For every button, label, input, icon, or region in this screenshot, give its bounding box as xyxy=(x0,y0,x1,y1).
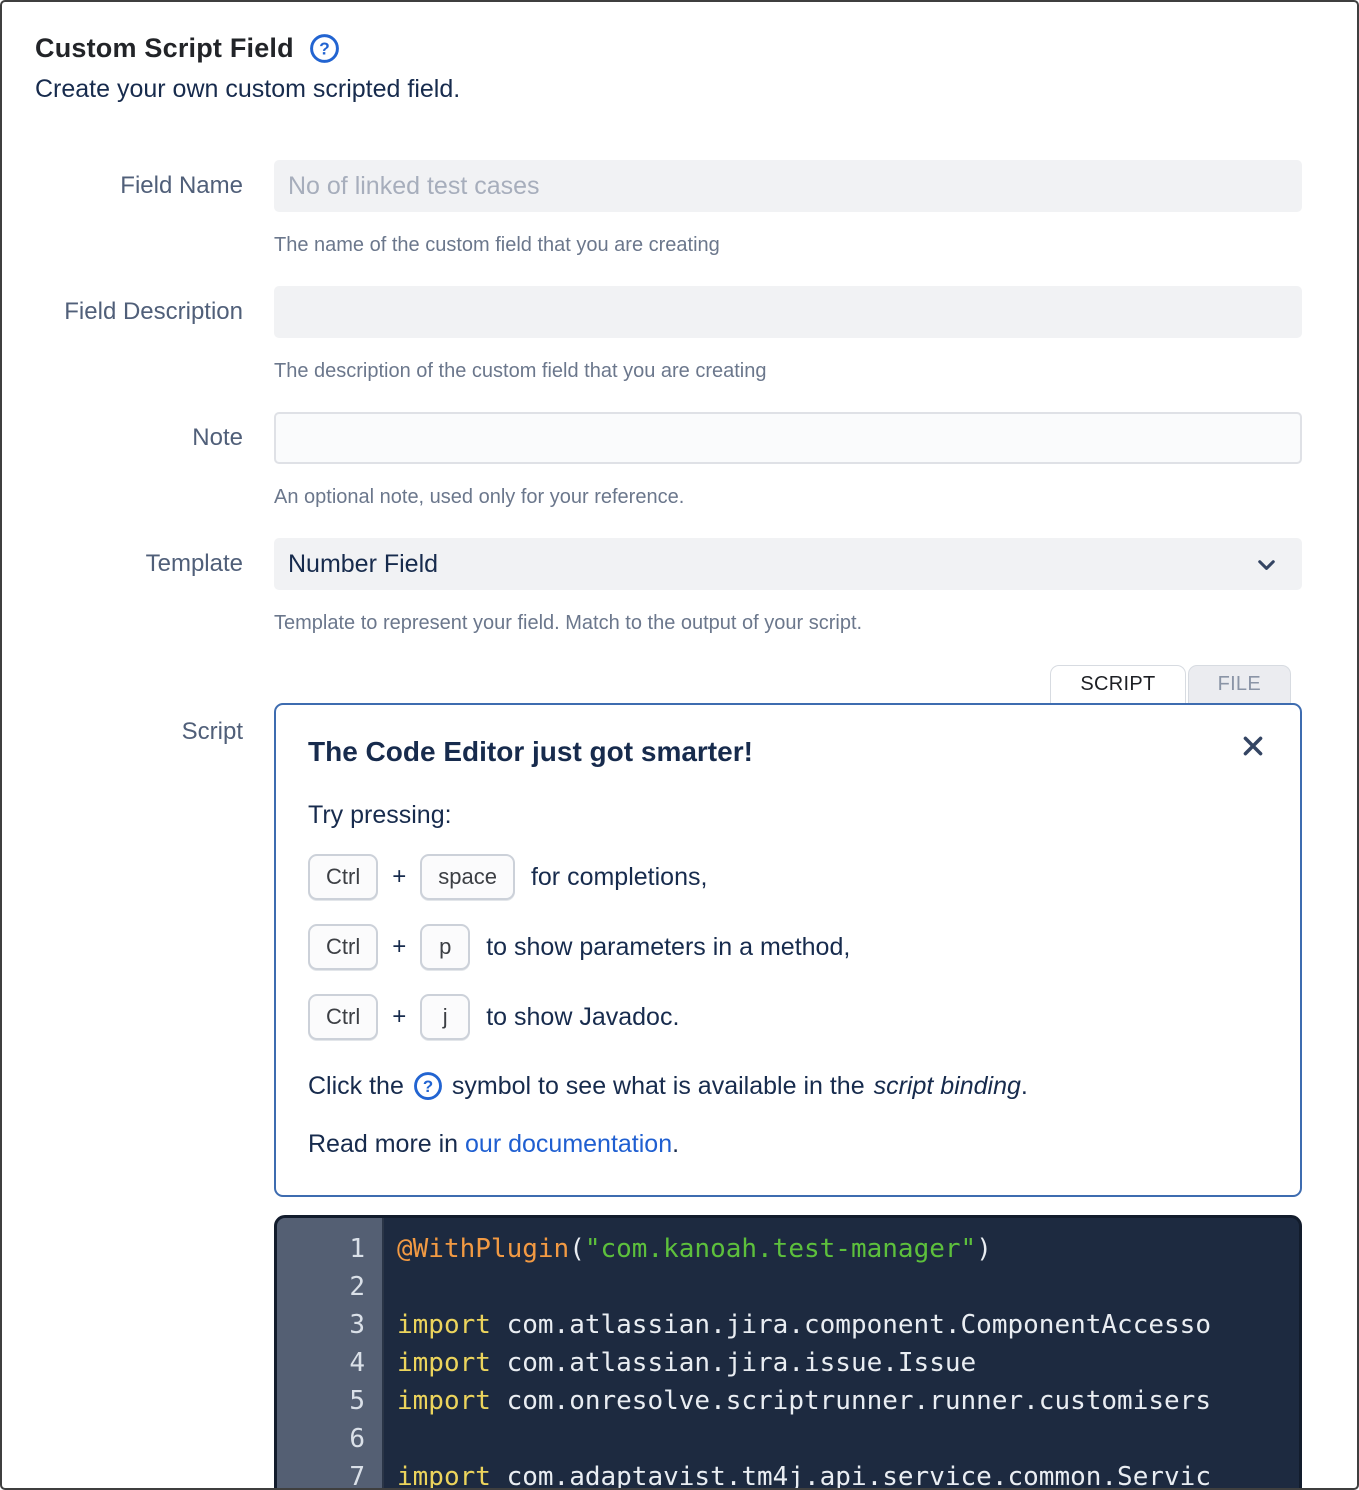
code-lines[interactable]: @WithPlugin("com.kanoah.test-manager") i… xyxy=(384,1218,1299,1490)
chevron-down-icon xyxy=(1253,551,1280,578)
field-name-input[interactable] xyxy=(274,160,1302,212)
note-help: An optional note, used only for your ref… xyxy=(274,486,685,508)
hint-period: . xyxy=(1020,1071,1028,1100)
field-description-label: Field Description xyxy=(64,298,243,325)
template-label: Template xyxy=(145,550,243,577)
line-number: 7 xyxy=(349,1462,365,1490)
script-section: Script SCRIPT FILE The Code Editor just … xyxy=(35,665,1302,1490)
note-label: Note xyxy=(192,424,243,451)
code-line: import com.onresolve.scriptrunner.runner… xyxy=(397,1386,1211,1416)
field-description-input[interactable] xyxy=(274,286,1302,338)
line-number: 5 xyxy=(349,1386,365,1416)
tab-file[interactable]: FILE xyxy=(1187,665,1291,703)
shortcut-desc: for completions, xyxy=(530,862,708,891)
plus-sign: + xyxy=(392,863,407,890)
line-number: 4 xyxy=(349,1348,365,1378)
kbd-ctrl: Ctrl xyxy=(308,854,379,900)
documentation-link[interactable]: our documentation xyxy=(465,1130,673,1158)
note-input[interactable] xyxy=(274,412,1302,464)
line-number: 1 xyxy=(349,1234,365,1264)
readmore-prefix: Read more in xyxy=(308,1130,466,1158)
banner-hint: Click the ? symbol to see what is availa… xyxy=(308,1071,1266,1101)
hint-prefix: Click the xyxy=(308,1071,404,1100)
gutter: 1 2 3 4 5 6 7 xyxy=(277,1218,384,1490)
code-line: import com.atlassian.jira.component.Comp… xyxy=(397,1310,1211,1340)
hint-middle: symbol to see what is available in the xyxy=(451,1071,865,1100)
page-title: Custom Script Field xyxy=(35,33,294,63)
line-number: 3 xyxy=(349,1310,365,1340)
template-select[interactable]: Number Field xyxy=(274,538,1302,590)
shortcut-desc: to show parameters in a method, xyxy=(486,932,851,961)
hint-script-binding: script binding xyxy=(873,1071,1021,1100)
page-header: Custom Script Field ? xyxy=(35,33,1302,64)
field-name-help: The name of the custom field that you ar… xyxy=(274,234,720,256)
script-source-tabs: SCRIPT FILE xyxy=(274,665,1302,703)
question-circle-icon[interactable]: ? xyxy=(413,1071,443,1101)
code-editor-banner: The Code Editor just got smarter! Try pr… xyxy=(274,703,1302,1197)
code-editor[interactable]: 1 2 3 4 5 6 7 @WithPlugin("com.kanoah.test-man… xyxy=(274,1215,1302,1490)
plus-sign: + xyxy=(392,933,407,960)
field-description-row: Field Description The description of the… xyxy=(35,286,1302,383)
banner-readmore: Read more in our documentation. xyxy=(308,1130,1266,1159)
code-line xyxy=(397,1420,1299,1458)
close-icon[interactable] xyxy=(1238,731,1268,761)
template-selected-value: Number Field xyxy=(288,549,439,578)
field-name-row: Field Name The name of the custom field … xyxy=(35,160,1302,257)
shortcut-desc: to show Javadoc. xyxy=(486,1002,680,1031)
line-number: 6 xyxy=(349,1424,365,1454)
custom-field-form: Field Name The name of the custom field … xyxy=(35,160,1302,635)
field-description-help: The description of the custom field that… xyxy=(274,360,767,382)
plus-sign: + xyxy=(392,1003,407,1030)
tab-script[interactable]: SCRIPT xyxy=(1050,665,1186,703)
script-label: Script xyxy=(181,718,243,745)
kbd-space: space xyxy=(420,854,515,900)
shortcut-javadoc: Ctrl + j to show Javadoc. xyxy=(308,994,1266,1040)
note-row: Note An optional note, used only for you… xyxy=(35,412,1302,509)
code-line: import com.atlassian.jira.issue.Issue xyxy=(397,1348,977,1378)
svg-text:?: ? xyxy=(319,38,330,58)
kbd-ctrl: Ctrl xyxy=(308,924,379,970)
kbd-p: p xyxy=(420,924,471,970)
shortcut-completions: Ctrl + space for completions, xyxy=(308,854,1266,900)
help-icon[interactable]: ? xyxy=(309,33,340,64)
code-line: @WithPlugin("com.kanoah.test-manager") xyxy=(397,1234,992,1264)
code-line: import com.adaptavist.tm4j.api.service.c… xyxy=(397,1462,1211,1490)
field-name-label: Field Name xyxy=(120,172,243,199)
page-subtitle: Create your own custom scripted field. xyxy=(35,75,461,103)
kbd-j: j xyxy=(420,994,471,1040)
banner-intro: Try pressing: xyxy=(308,801,452,829)
kbd-ctrl: Ctrl xyxy=(308,994,379,1040)
svg-text:?: ? xyxy=(423,1077,433,1096)
shortcut-parameters: Ctrl + p to show parameters in a method, xyxy=(308,924,1266,970)
template-row: Template Number Field Template to repres… xyxy=(35,538,1302,635)
line-number: 2 xyxy=(349,1272,365,1302)
template-help: Template to represent your field. Match … xyxy=(274,612,863,634)
banner-heading: The Code Editor just got smarter! xyxy=(308,736,753,767)
readmore-period: . xyxy=(672,1130,680,1158)
code-line xyxy=(397,1268,1299,1306)
